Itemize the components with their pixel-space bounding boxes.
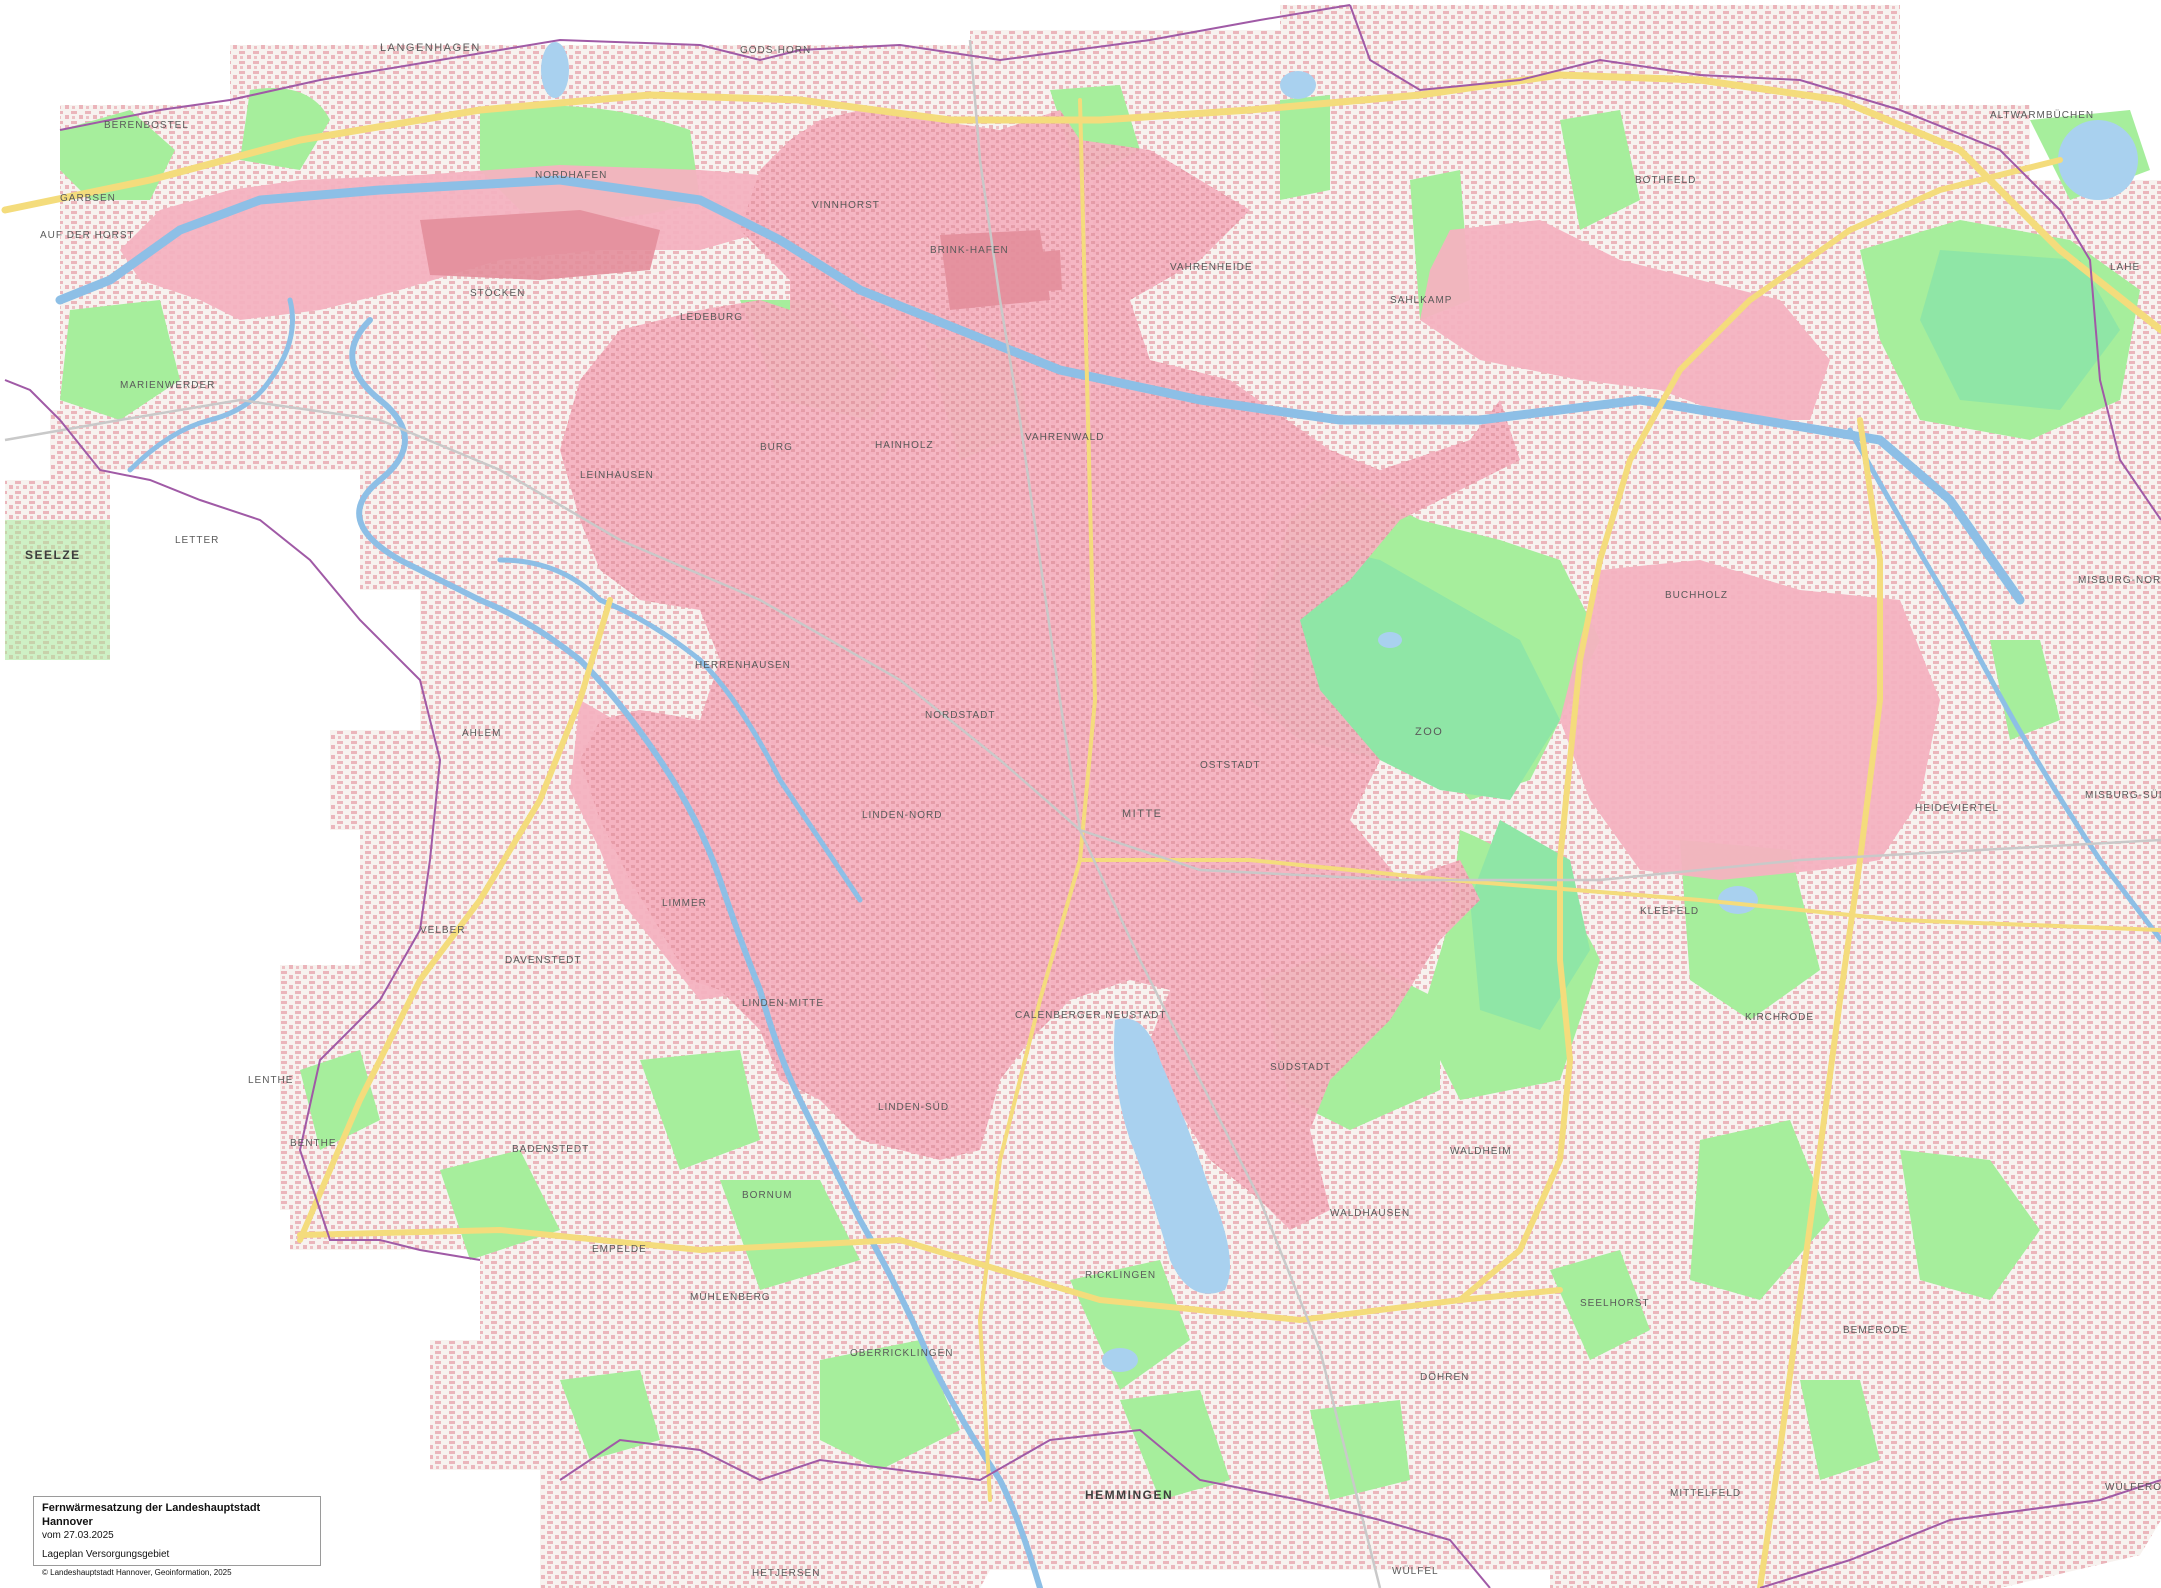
label-davenstedt: Davenstedt	[505, 955, 582, 966]
major-roads	[1, 71, 2161, 1588]
label-nordstadt: Nordstadt	[925, 710, 996, 721]
label-waldheim: Waldheim	[1450, 1146, 1512, 1157]
messeschnellweg	[1457, 157, 2063, 1303]
label-leinhausen: Leinhausen	[580, 470, 654, 481]
railways	[4, 39, 2161, 1588]
label-vahrenwald: Vahrenwald	[1025, 432, 1105, 443]
label-stoecken: Stöcken	[470, 288, 526, 299]
label-misburg-nord: Misburg-Nord	[2078, 575, 2161, 586]
label-empelde: Empelde	[592, 1244, 647, 1255]
water-bodies	[541, 42, 2138, 1372]
westschnellweg	[297, 597, 613, 1243]
label-seelhorst: Seelhorst	[1580, 1298, 1650, 1309]
label-misburg-sued: Misburg-Süd	[2085, 790, 2161, 801]
label-seelze: Seelze	[25, 548, 81, 562]
label-ledeburg: Ledeburg	[680, 312, 744, 323]
label-hemmingen: Hemmingen	[1085, 1488, 1174, 1502]
map-legend: Fernwärmesatzung der Landeshauptstadt Ha…	[33, 1496, 321, 1577]
supply-area-industry-blocks	[420, 210, 1062, 310]
label-wuelferode: Wülfero-de	[2105, 1482, 2161, 1493]
label-garbsen: Garbsen	[60, 193, 116, 204]
suedschnellweg	[297, 1226, 1563, 1324]
label-waldhausen: Waldhausen	[1330, 1208, 1411, 1219]
label-buchholz: Buchholz	[1665, 590, 1729, 601]
label-benthe: Benthe	[290, 1138, 337, 1149]
label-lahe: Lahe	[2110, 262, 2141, 273]
label-vahrenheide: Vahrenheide	[1170, 262, 1253, 273]
label-woelfel: Wülfel	[1392, 1566, 1439, 1577]
label-bothfeld: Bothfeld	[1635, 175, 1697, 186]
supply-area-dense-texture	[560, 110, 1520, 1230]
label-altwarmbuechen: Altwarmbüchen	[1990, 110, 2095, 121]
legend-copyright: © Landeshauptstadt Hannover, Geoinformat…	[42, 1568, 232, 1577]
label-mitte: Mitte	[1122, 808, 1163, 820]
label-hetjersen: Hetjersen	[752, 1568, 821, 1579]
label-letter: Letter	[175, 535, 220, 546]
label-kleefeld: Kleefeld	[1640, 906, 1700, 917]
road-east	[1078, 858, 2161, 932]
road-a7	[1757, 417, 1883, 1588]
label-brink-hafen: Brink-Hafen	[930, 245, 1009, 256]
label-berenbostel: Berenbostel	[104, 120, 189, 131]
mittellandkanal	[55, 175, 2025, 605]
label-zoo: Zoo	[1415, 726, 1444, 738]
autobahn-a2	[1, 71, 2161, 334]
city-boundary	[4, 4, 2161, 1588]
label-langenhagen: Langenhagen	[380, 42, 481, 54]
supply-area	[120, 110, 1940, 1230]
label-linden-sued: Linden-Süd	[878, 1102, 950, 1113]
label-godshorn: Gods-horn	[740, 45, 812, 56]
label-nordhafen: Nordhafen	[535, 170, 608, 181]
label-velber: Velber	[420, 925, 466, 936]
ihme-river	[127, 297, 295, 473]
label-calenberger-neustadt: Calenberger Neustadt	[1015, 1010, 1167, 1021]
label-bornum: Bornum	[742, 1190, 793, 1201]
label-burg: Burg	[760, 442, 793, 453]
label-oststadt: Oststadt	[1200, 760, 1261, 771]
label-bemerode: Bemerode	[1843, 1325, 1909, 1336]
supply-area-northeast	[1420, 220, 1830, 420]
label-hainholz: Hainholz	[875, 440, 934, 451]
label-auf-der-horst: Auf der Horst	[40, 230, 135, 241]
legend-date: vom 27.03.2025	[42, 1530, 114, 1541]
label-lenthe: Lenthe	[248, 1075, 294, 1086]
label-linden-nord: Linden-Nord	[862, 810, 943, 821]
label-linden-mitte: Linden-Mitte	[742, 998, 824, 1009]
label-ahlem: Ahlem	[462, 728, 502, 739]
legend-title: Fernwärmesatzung der Landeshauptstadt Ha…	[42, 1502, 261, 1528]
label-herrenhausen: Herrenhausen	[695, 660, 791, 671]
label-kirchrode: Kirchrode	[1745, 1012, 1815, 1023]
leine-branch	[497, 557, 863, 903]
label-heideviertel: Heideviertel	[1915, 803, 2000, 814]
supply-area-east	[1560, 560, 1940, 880]
waterways	[55, 175, 2161, 1588]
maschsee	[1114, 1018, 1230, 1294]
label-oberricklingen: Oberricklingen	[850, 1348, 954, 1359]
label-ricklingen: Ricklingen	[1085, 1270, 1157, 1281]
legend-subtitle: Lageplan Versorgungsgebiet	[42, 1549, 170, 1560]
stichkanal	[1847, 427, 2161, 943]
label-muehlenberg: Mühlenberg	[690, 1292, 771, 1303]
label-vinnhorst: Vinnhorst	[812, 200, 880, 211]
label-doehren: Döhren	[1420, 1372, 1470, 1383]
label-suedstadt: Südstadt	[1270, 1062, 1332, 1073]
label-mittelfeld: Mittelfeld	[1670, 1488, 1742, 1499]
leine-river	[349, 317, 1043, 1588]
label-sahlkamp: Sahlkamp	[1390, 295, 1453, 306]
label-marienwerder: Marienwerder	[120, 380, 216, 391]
label-badenstedt: Badenstedt	[512, 1144, 590, 1155]
label-limmer: Limmer	[662, 898, 707, 909]
